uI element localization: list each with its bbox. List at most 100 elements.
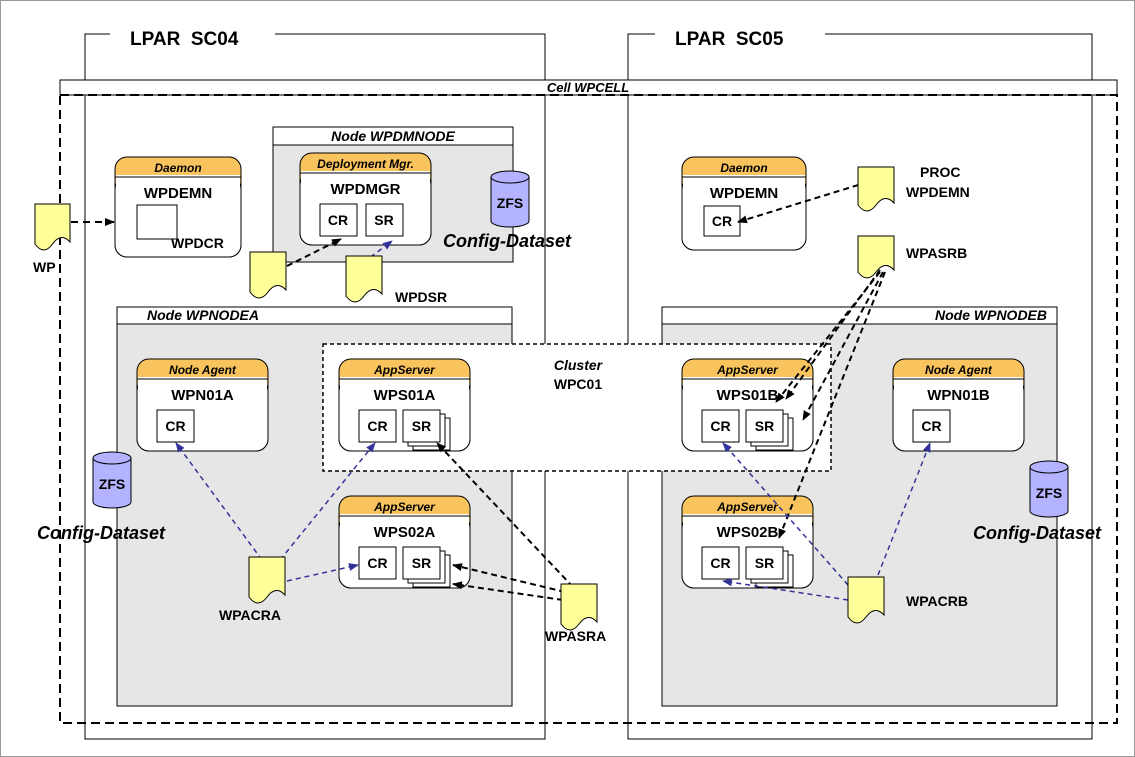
server-body-top bbox=[683, 514, 812, 528]
proc-label-line1: PROC bbox=[920, 164, 960, 180]
sr-region bbox=[402, 546, 441, 580]
cr-region bbox=[701, 409, 740, 443]
cr-label: CR bbox=[328, 212, 348, 228]
cr-label: CR bbox=[921, 418, 941, 434]
server-name-label: WPS01B bbox=[717, 387, 779, 404]
server-name-label: WPN01A bbox=[171, 387, 234, 404]
arrow-wpacra-wps01a bbox=[279, 442, 376, 561]
config-dataset-dm: Config-Dataset bbox=[443, 231, 572, 251]
cr-label: CR bbox=[367, 555, 387, 571]
nodea-label: Node WPNODEA bbox=[147, 307, 259, 323]
server-name-label: WPDEMN bbox=[710, 185, 778, 202]
proc-label-wpdsr: WPDSR bbox=[395, 289, 447, 305]
zfs-label: ZFS bbox=[497, 195, 523, 211]
proc-label-wpasrb: WPASRB bbox=[906, 245, 967, 261]
proc-label-wpacrb: WPACRB bbox=[906, 593, 968, 609]
cylinder-top bbox=[1029, 460, 1069, 474]
server-name-label: WPDEMN bbox=[144, 185, 212, 202]
proc-label-line2: WPDEMN bbox=[906, 184, 970, 200]
cr-region bbox=[319, 203, 358, 237]
proc-label-wp: WP bbox=[33, 259, 56, 275]
cell-label: Cell WPCELL bbox=[547, 80, 629, 95]
arrow-wpacrb-wps01b bbox=[722, 442, 849, 586]
doc-wpacrb bbox=[847, 576, 885, 624]
lpar-sc04-title: LPAR SC04 bbox=[130, 29, 239, 50]
arrow-wpasrb-wps01b-3 bbox=[802, 271, 884, 421]
server-type-label: AppServer bbox=[716, 363, 779, 377]
lpar-sc05: LPAR SC05 bbox=[627, 29, 1093, 740]
arrow-wpasra-wps02a-2 bbox=[452, 581, 564, 601]
arrow-wpasrb-wps01b-1 bbox=[785, 269, 881, 400]
doc-wp bbox=[34, 203, 71, 251]
sr-label: SR bbox=[374, 212, 393, 228]
lpar-sc05-title: LPAR SC05 bbox=[675, 29, 784, 50]
server-type-label: Node Agent bbox=[169, 363, 237, 377]
sr-region bbox=[745, 546, 784, 580]
arrow-wpdsr-sr bbox=[355, 240, 393, 269]
server-name-label: WPS01A bbox=[374, 387, 436, 404]
config-dataset-a: Config-Dataset bbox=[37, 523, 166, 543]
sr-region bbox=[402, 409, 441, 443]
empty-region bbox=[136, 204, 178, 240]
doc-wpasra bbox=[560, 583, 598, 631]
sr-label: SR bbox=[412, 418, 431, 434]
proc-label-wpasra: WPASRA bbox=[545, 628, 606, 644]
arrow-wpasrb-wps02b bbox=[778, 271, 886, 539]
cell-wpcell: Cell WPCELL bbox=[59, 79, 1118, 724]
cr-label: CR bbox=[165, 418, 185, 434]
server-type-label: Deployment Mgr. bbox=[317, 157, 414, 171]
server-body-top bbox=[683, 175, 805, 189]
server-type-label: AppServer bbox=[373, 500, 436, 514]
server-name-label: WPS02A bbox=[374, 524, 436, 541]
zfs-cylinder-dm: ZFS bbox=[490, 170, 530, 228]
doc-wpasrb bbox=[857, 235, 895, 279]
cylinder-body bbox=[92, 457, 132, 509]
cr-label: CR bbox=[710, 555, 730, 571]
arrow-wpasrb-wps01b-2 bbox=[775, 271, 881, 403]
server-name-label: WPS02B bbox=[717, 524, 779, 541]
server-body-top bbox=[683, 377, 812, 391]
server-body-top bbox=[894, 377, 1023, 391]
cluster-label-line2: WPC01 bbox=[554, 376, 602, 392]
sr-label: SR bbox=[755, 555, 774, 571]
config-dataset-b: Config-Dataset bbox=[973, 523, 1102, 543]
arrow-wpacra-wpn01a bbox=[175, 442, 263, 561]
lpar-sc04: LPAR SC04 bbox=[84, 29, 546, 740]
nodeb-label: Node WPNODEB bbox=[935, 307, 1047, 323]
proc-label-wpdcr: WPDCR bbox=[171, 235, 224, 251]
arrow-wpacrb-wpn01b bbox=[877, 442, 931, 576]
arrow-proc-daemon bbox=[737, 181, 869, 224]
dmnode-label: Node WPDMNODE bbox=[331, 128, 455, 144]
sr-label: SR bbox=[755, 418, 774, 434]
server-body-top bbox=[340, 377, 469, 391]
cr-region bbox=[358, 409, 397, 443]
arrow-wpasra-wps01a bbox=[436, 442, 574, 588]
server-body-top bbox=[340, 514, 469, 528]
server-type-label: Node Agent bbox=[925, 363, 993, 377]
arrow-wpdcr-cr bbox=[286, 238, 342, 267]
zfs-label: ZFS bbox=[99, 476, 125, 492]
proc-label-wpacra: WPACRA bbox=[219, 607, 281, 623]
server-body-top bbox=[138, 377, 267, 391]
cr-label: CR bbox=[367, 418, 387, 434]
cr-label: CR bbox=[710, 418, 730, 434]
server-type-label: Daemon bbox=[720, 161, 767, 175]
cr-region bbox=[701, 546, 740, 580]
server-type-label: Daemon bbox=[154, 161, 201, 175]
cr-label: CR bbox=[712, 213, 732, 229]
cluster-label-line1: Cluster bbox=[554, 357, 604, 373]
doc-proc-wpdemn bbox=[857, 166, 895, 212]
sr-region bbox=[365, 203, 404, 237]
zfs-cylinder-b: ZFS bbox=[1029, 460, 1069, 518]
doc-wpacra bbox=[248, 556, 286, 604]
cylinder-body bbox=[1029, 466, 1069, 518]
cylinder-body bbox=[490, 176, 530, 228]
